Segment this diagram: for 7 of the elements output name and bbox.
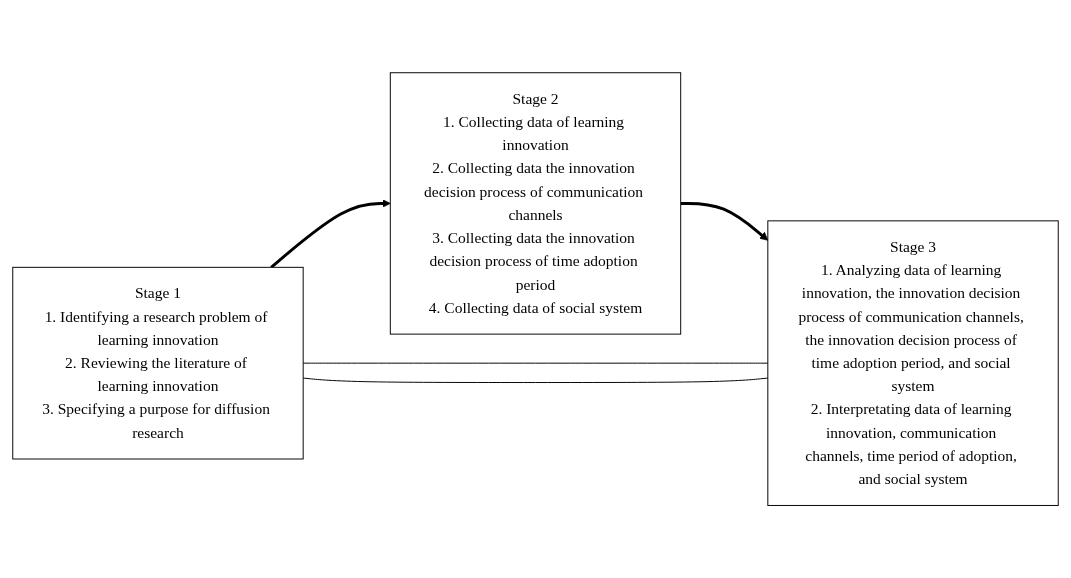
connector — [302, 377, 769, 383]
arrow — [680, 201, 769, 241]
arrow — [270, 199, 391, 269]
node-box: Stage 1 1. Identifying a research problem of learning innovation 2. Reviewing the literature of learning innovation 3. Specifying a purpose for diffusion research — [12, 266, 304, 460]
connector — [302, 362, 769, 364]
node-box: Stage 2 1. Collecting data of learning innovation 2. Collecting data the innovation decision process of communication channels 3. Collecting data the innovation decision process of time adoption period 4. Collecting data of social system — [389, 72, 682, 335]
node-box: Stage 3 1. Analyzing data of learning innovation, the innovation decision process of communication channels, the innovation decision process of time adoption period, and social system 2. Interpretating data of learning innovation, communication channels, time period of adoption, and social system — [767, 220, 1059, 506]
